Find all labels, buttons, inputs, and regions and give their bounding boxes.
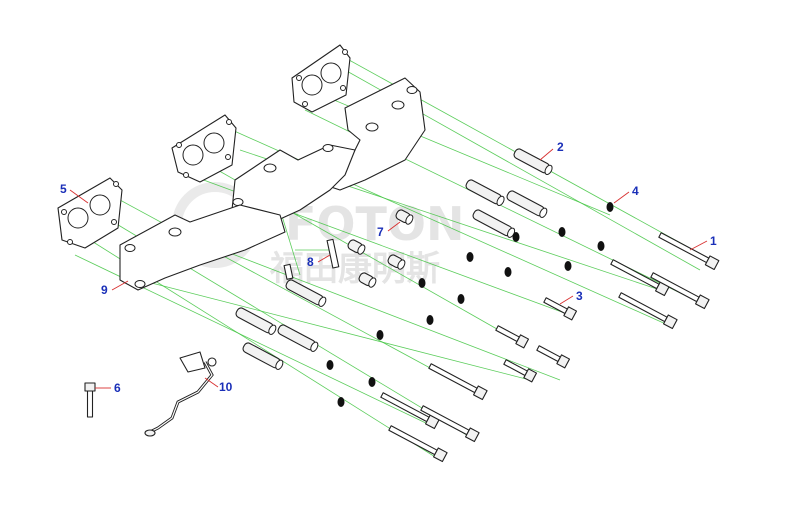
leader-lines [69, 148, 708, 389]
watermark-brand: FOTON [285, 197, 465, 251]
manifold-section-middle [171, 114, 356, 226]
gasket-front [57, 177, 123, 249]
callout-9: 9 [101, 283, 108, 297]
short-bolts [495, 297, 578, 383]
callout-4: 4 [632, 184, 639, 198]
callout-3: 3 [576, 289, 583, 303]
gasket-rear [291, 44, 351, 113]
sensor-harness [144, 351, 217, 437]
callout-2: 2 [557, 140, 564, 154]
callout-7: 7 [377, 225, 384, 239]
studs [283, 238, 340, 280]
manifold-runner-front [119, 204, 286, 291]
loose-bolt [84, 382, 96, 418]
gasket-middle [171, 114, 237, 183]
callout-5: 5 [60, 182, 67, 196]
callout-6: 6 [114, 381, 121, 395]
washers [326, 202, 614, 407]
long-bolts [380, 232, 720, 463]
callout-10: 10 [219, 380, 233, 394]
callout-labels: 1 2 3 4 5 6 7 8 9 10 [60, 140, 717, 395]
callout-8: 8 [307, 255, 314, 269]
manifold-section-front [57, 177, 286, 291]
spacer-sleeves [235, 148, 553, 370]
callout-1: 1 [710, 234, 717, 248]
